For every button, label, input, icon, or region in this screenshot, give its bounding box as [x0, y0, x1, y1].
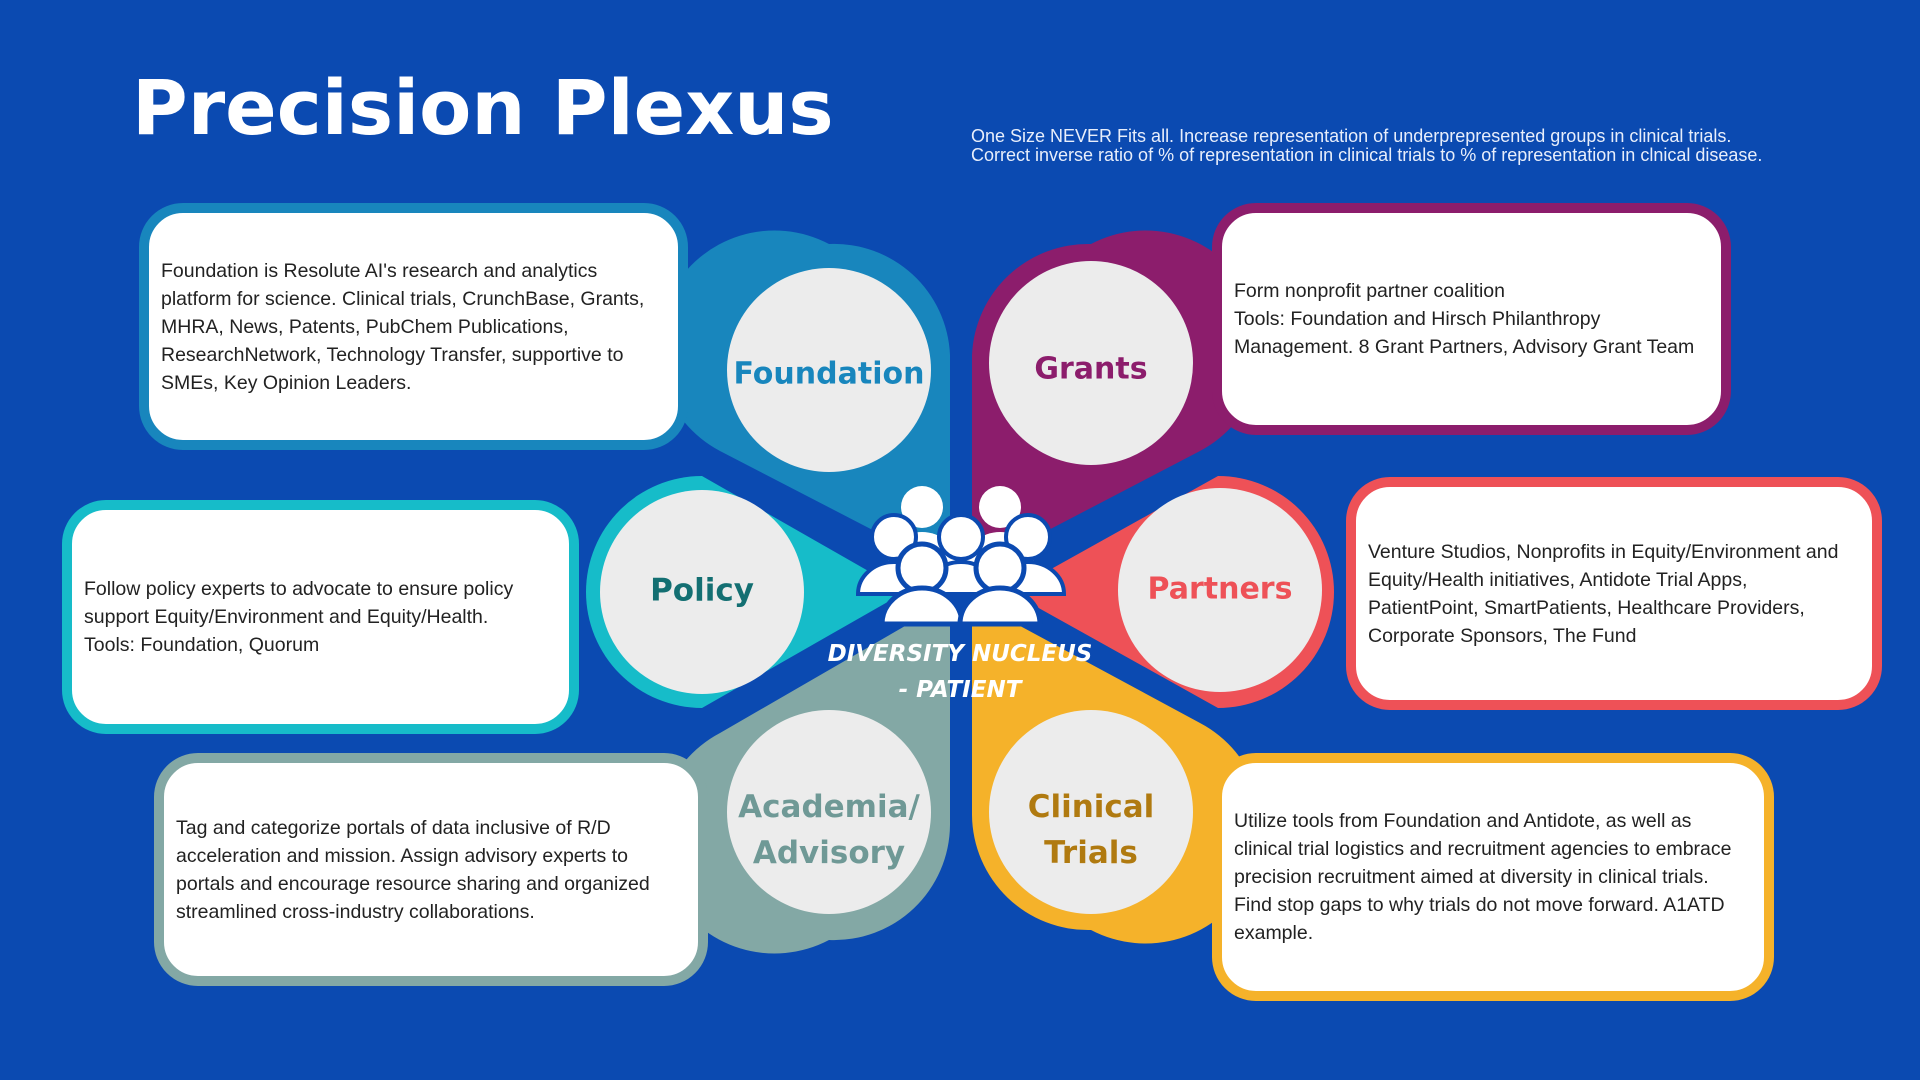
partners-description-box: Venture Studios, Nonprofits in Equity/En…	[1346, 477, 1882, 710]
page-title: Precision Plexus	[132, 63, 834, 152]
petal-academia-circle	[727, 710, 931, 914]
petal-academia-label-line2: Advisory	[753, 835, 905, 871]
petal-clinical-trials-label-line2: Trials	[1044, 835, 1138, 871]
petal-academia: Academia/ Advisory	[657, 600, 950, 954]
diversity-nucleus-label: DIVERSITY NUCLEUS - PATIENT	[827, 641, 1093, 703]
academia-description: Tag and categorize portals of data inclu…	[176, 816, 650, 923]
grants-description-box: Form nonprofit partner coalition Tools: …	[1212, 203, 1731, 435]
petal-clinical-trials-label-line1: Clinical	[1028, 789, 1155, 825]
petal-partners: Partners	[1010, 476, 1334, 708]
foundation-description-box: Foundation is Resolute AI's research and…	[139, 203, 688, 450]
petal-grants-label: Grants	[1034, 352, 1147, 387]
subtitle: One Size NEVER Fits all. Increase repres…	[971, 126, 1763, 165]
petal-foundation-label: Foundation	[734, 357, 925, 392]
petal-policy: Policy	[586, 476, 905, 708]
petal-foundation-circle	[727, 268, 931, 472]
partners-description: Venture Studios, Nonprofits in Equity/En…	[1368, 540, 1839, 647]
group-of-people-icon	[855, 486, 1067, 627]
grants-description: Form nonprofit partner coalition Tools: …	[1234, 280, 1695, 358]
petal-policy-circle	[600, 490, 804, 694]
policy-description: Follow policy experts to advocate to ens…	[84, 578, 514, 656]
petal-academia-label-line1: Academia/	[738, 789, 920, 825]
petal-policy-label: Policy	[650, 573, 754, 609]
petal-clinical-trials-circle	[989, 710, 1193, 914]
clinical-trials-description: Utilize tools from Foundation and Antido…	[1234, 810, 1732, 944]
petal-foundation: Foundation	[657, 230, 950, 570]
foundation-description: Foundation is Resolute AI's research and…	[161, 259, 645, 394]
clinical-trials-description-box: Utilize tools from Foundation and Antido…	[1212, 753, 1774, 1001]
petal-clinical-trials: Clinical Trials	[972, 600, 1263, 944]
academia-description-box: Tag and categorize portals of data inclu…	[154, 753, 708, 986]
petal-partners-label: Partners	[1148, 572, 1293, 607]
petal-grants-circle	[989, 261, 1193, 465]
petal-grants: Grants	[972, 230, 1263, 570]
petal-partners-circle	[1118, 488, 1322, 692]
policy-description-box: Follow policy experts to advocate to ens…	[62, 500, 579, 734]
